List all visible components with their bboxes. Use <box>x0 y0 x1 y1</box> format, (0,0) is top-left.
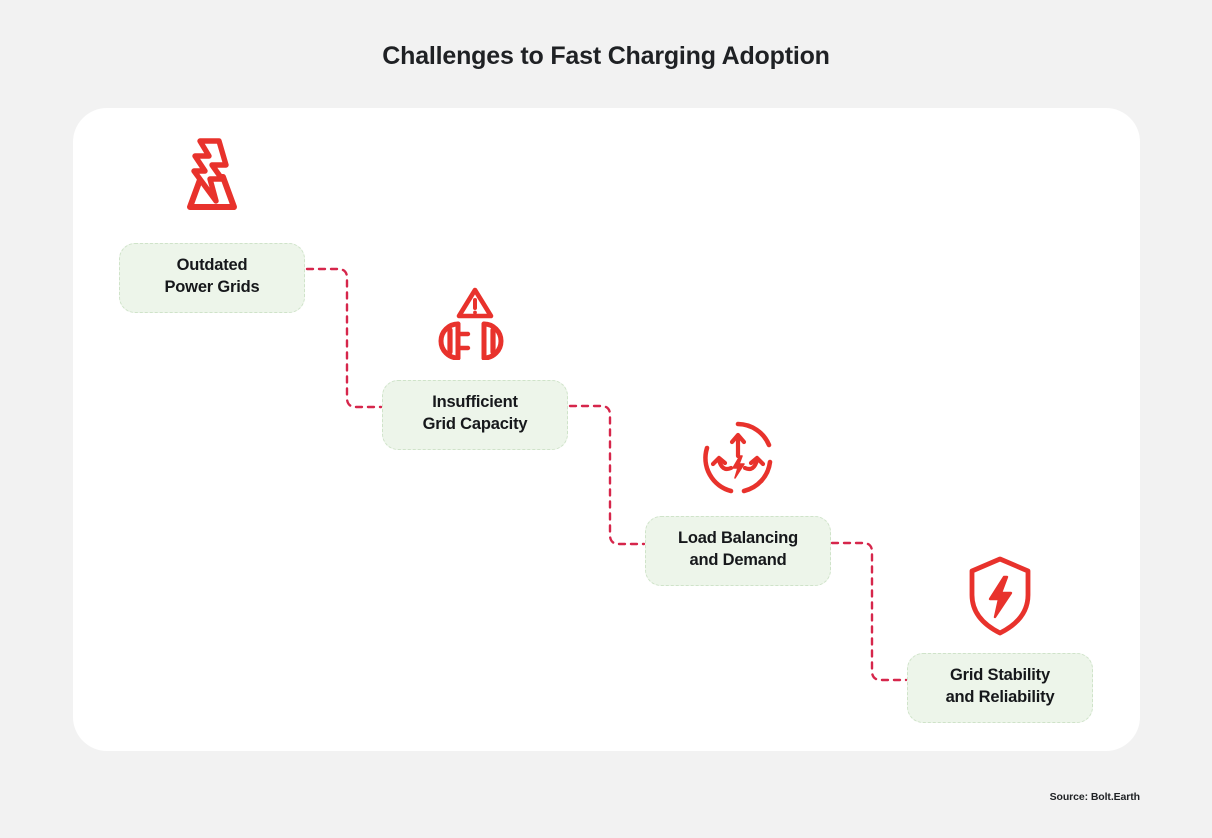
page-title-accent: Challenges <box>382 42 514 70</box>
stage-grid-stability-and-reliability[interactable]: Grid Stability and Reliability <box>907 556 1093 723</box>
stage-load-balancing-and-demand[interactable]: Load Balancing and Demand <box>645 421 831 586</box>
stage-outdated-power-grids[interactable]: Outdated Power Grids <box>119 138 305 313</box>
load-distribution-bolt-icon <box>698 418 778 498</box>
stage-label: Outdated Power Grids <box>119 243 305 313</box>
disconnected-plug-warning-icon <box>427 282 523 360</box>
stage-label: Grid Stability and Reliability <box>907 653 1093 723</box>
page-title: Challenges to Fast Charging Adoption <box>0 42 1212 71</box>
stage-label: Load Balancing and Demand <box>645 516 831 586</box>
stage-insufficient-grid-capacity[interactable]: Insufficient Grid Capacity <box>382 287 568 450</box>
lightning-strike-tower-icon <box>172 135 252 215</box>
stage-label: Insufficient Grid Capacity <box>382 380 568 450</box>
shield-bolt-icon <box>966 555 1034 637</box>
page-title-rest: to Fast Charging Adoption <box>513 42 830 70</box>
source-attribution: Source: Bolt.Earth <box>1049 791 1140 803</box>
